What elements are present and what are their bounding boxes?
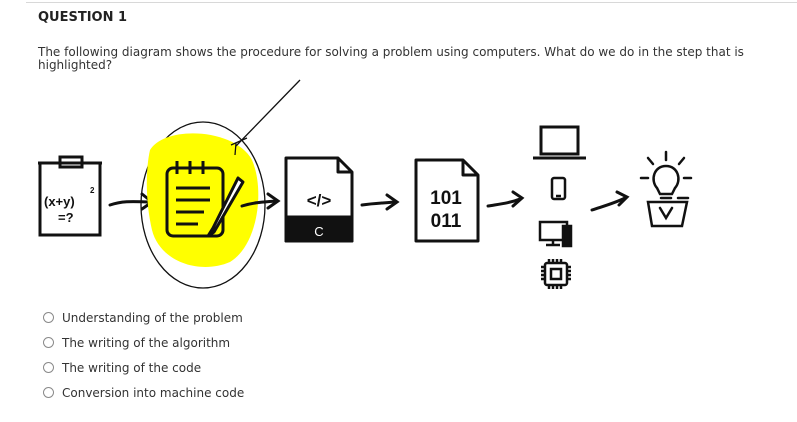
problem-clipboard-icon bbox=[38, 155, 102, 237]
radio-button[interactable] bbox=[43, 337, 54, 348]
option-writing-algorithm[interactable]: The writing of the algorithm bbox=[43, 330, 244, 355]
laptop-icon bbox=[533, 125, 586, 160]
problem-exponent: 2 bbox=[90, 186, 95, 195]
answer-options: Understanding of the problem The writing… bbox=[43, 305, 244, 405]
desktop-computer-icon bbox=[538, 220, 573, 248]
radio-button[interactable] bbox=[43, 387, 54, 398]
question-text: The following diagram shows the procedur… bbox=[38, 45, 744, 72]
arrow-icon bbox=[590, 190, 630, 212]
arrow-icon bbox=[240, 192, 281, 210]
arrow-icon bbox=[486, 190, 525, 208]
code-tag: </> bbox=[307, 191, 332, 210]
problem-result: =? bbox=[58, 210, 74, 225]
radio-button[interactable] bbox=[43, 362, 54, 373]
arrow-icon bbox=[108, 192, 155, 211]
phone-icon bbox=[550, 176, 567, 201]
code-file-icon bbox=[284, 156, 354, 243]
algorithm-notepad-icon bbox=[165, 161, 245, 238]
binary-line2: 011 bbox=[431, 211, 462, 232]
option-understanding-problem[interactable]: Understanding of the problem bbox=[43, 305, 244, 330]
option-label: The writing of the algorithm bbox=[62, 335, 231, 350]
procedure-diagram: (x+y) 2 =? bbox=[38, 79, 693, 289]
option-label: Understanding of the problem bbox=[62, 310, 243, 325]
binary-line1: 101 bbox=[430, 188, 462, 209]
code-language: C bbox=[314, 224, 323, 239]
radio-button[interactable] bbox=[43, 312, 54, 323]
option-conversion-machine-code[interactable]: Conversion into machine code bbox=[43, 380, 244, 405]
lightbulb-solution-icon bbox=[639, 150, 693, 228]
question-title: QUESTION 1 bbox=[38, 10, 128, 25]
top-divider bbox=[26, 2, 797, 3]
option-label: Conversion into machine code bbox=[62, 385, 245, 400]
option-writing-code[interactable]: The writing of the code bbox=[43, 355, 244, 380]
problem-formula: (x+y) bbox=[44, 194, 75, 209]
binary-file-icon bbox=[414, 158, 480, 243]
option-label: The writing of the code bbox=[62, 360, 202, 375]
cpu-chip-icon bbox=[541, 259, 571, 289]
arrow-icon bbox=[360, 193, 400, 211]
